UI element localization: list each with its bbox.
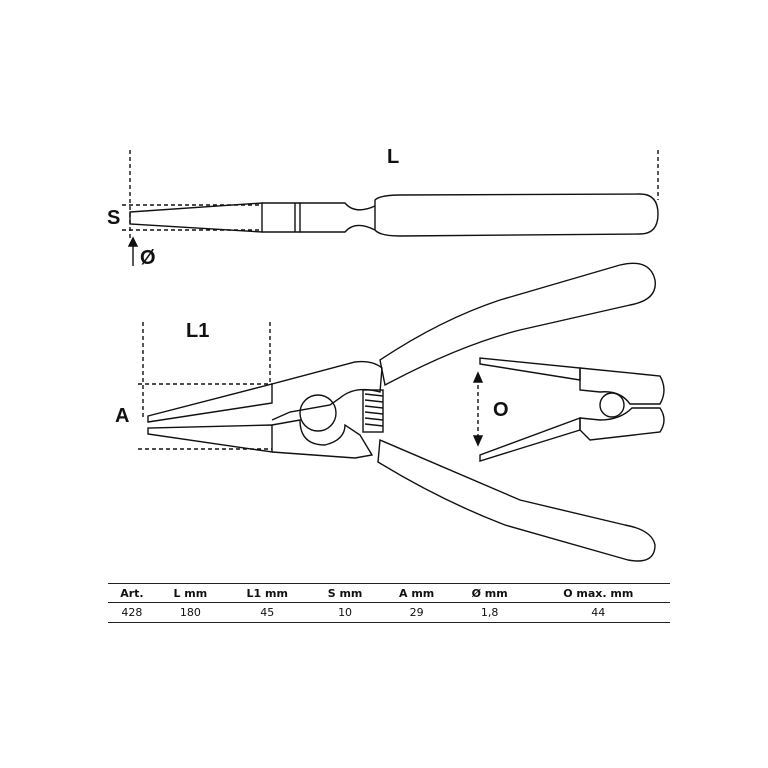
table-header-row: Art. L mm L1 mm S mm A mm Ø mm O max. mm	[108, 583, 670, 603]
label-l1: L1	[186, 320, 210, 342]
label-o: O	[493, 399, 509, 421]
side-view	[122, 150, 659, 266]
spec-table: Art. L mm L1 mm S mm A mm Ø mm O max. mm…	[108, 583, 670, 623]
cell-a: 29	[380, 602, 453, 623]
cell-s: 10	[309, 602, 381, 623]
label-s: S	[107, 207, 121, 229]
cell-l: 180	[155, 602, 225, 623]
col-art: Art.	[108, 583, 156, 603]
label-diameter: Ø	[140, 247, 156, 269]
cell-l1: 45	[224, 602, 310, 623]
col-l: L mm	[155, 583, 225, 603]
col-a: A mm	[380, 583, 453, 603]
col-o-max: O max. mm	[526, 583, 670, 603]
col-diameter: Ø mm	[452, 583, 527, 603]
cell-diameter: 1,8	[452, 602, 527, 623]
table-row: 428 180 45 10 29 1,8 44	[108, 602, 670, 623]
label-length: L	[387, 146, 400, 168]
label-a: A	[115, 405, 130, 427]
front-view	[138, 262, 665, 562]
col-s: S mm	[309, 583, 381, 603]
cell-art: 428	[108, 602, 156, 623]
col-l1: L1 mm	[224, 583, 310, 603]
cell-o-max: 44	[526, 602, 670, 623]
